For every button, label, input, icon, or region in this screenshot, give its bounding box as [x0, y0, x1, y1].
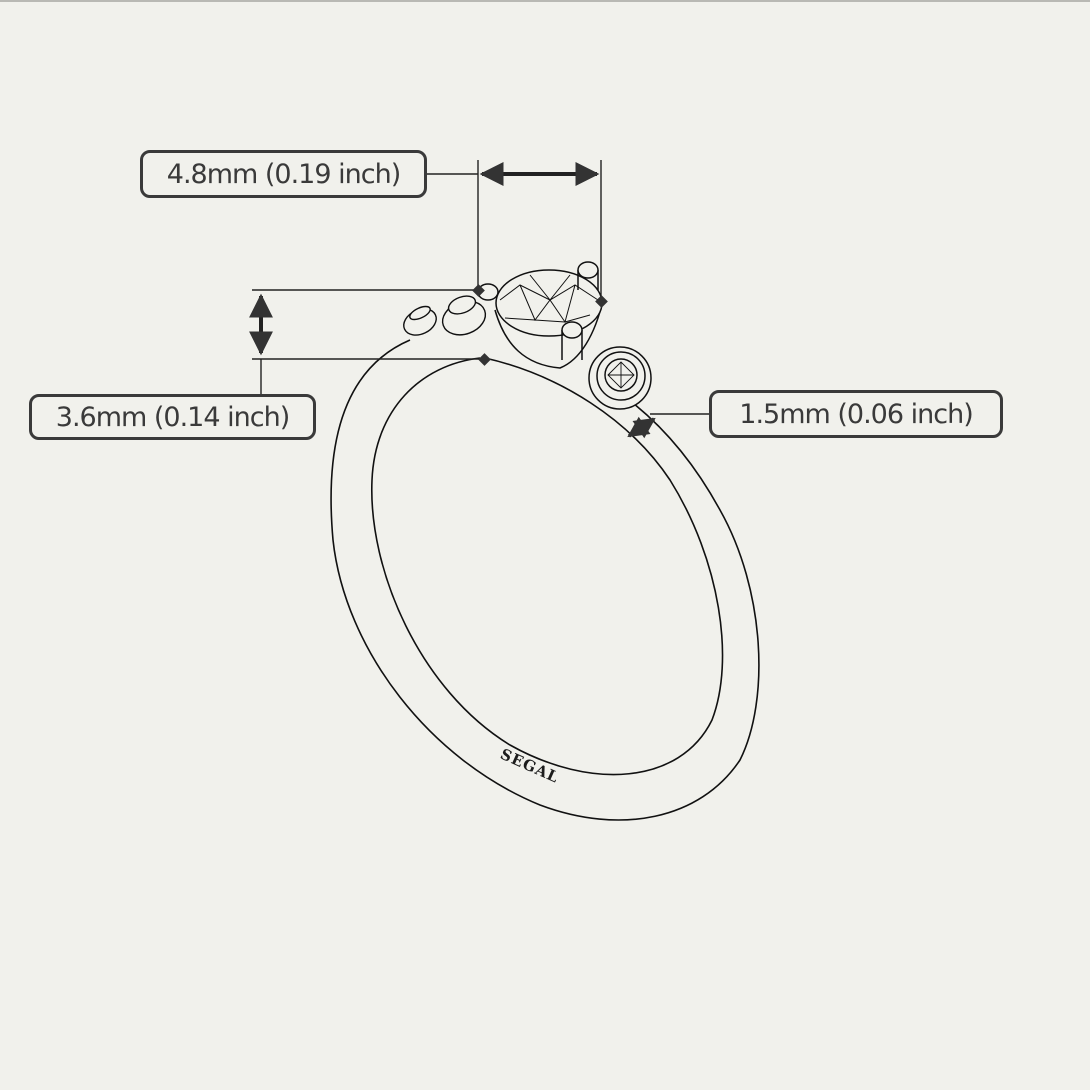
left-accent-stones — [403, 295, 487, 336]
dimension-width — [427, 160, 602, 300]
center-stone-width-label: 4.8mm (0.19 inch) — [140, 150, 427, 198]
setting-height-label: 3.6mm (0.14 inch) — [29, 394, 316, 440]
dimension-band — [627, 413, 709, 439]
band-inner-edge — [371, 357, 724, 776]
center-stone — [477, 261, 604, 369]
right-accent-stone — [588, 346, 652, 410]
top-border — [0, 0, 1090, 2]
band-width-label: 1.5mm (0.06 inch) — [709, 390, 1003, 438]
dimension-height — [249, 289, 484, 394]
ring-band — [330, 339, 760, 821]
band-outer-edge — [330, 339, 760, 821]
